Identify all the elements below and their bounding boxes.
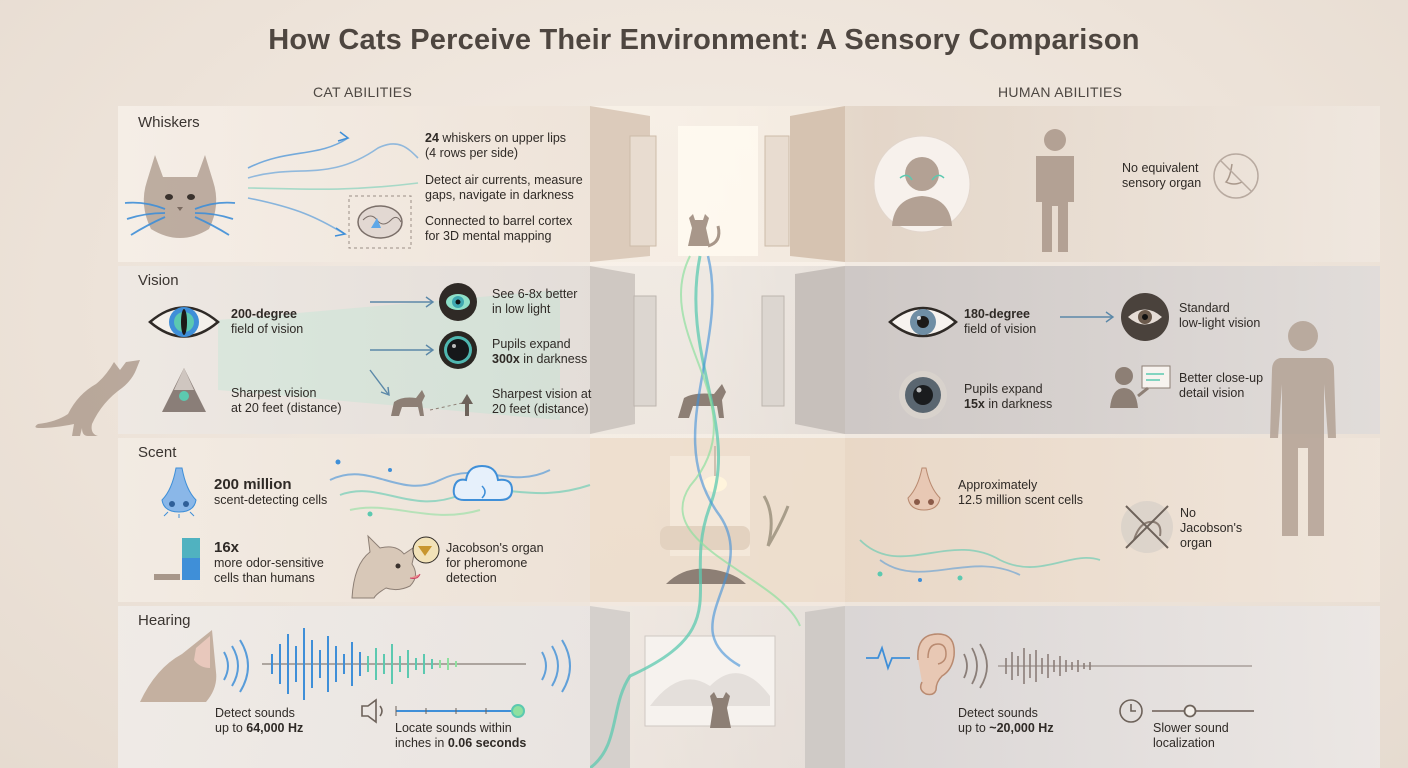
human-figure-icon [1036,129,1074,252]
vision-arrows [369,296,435,397]
cat-eye-icon [148,306,220,338]
cat-window-icon [710,692,731,728]
human-sound-wave [963,643,1252,689]
sharp-vision-cone-icon [162,368,206,412]
cloud-icon [452,464,514,501]
human-pupil-icon [899,371,947,419]
bar-comparison-icon [154,538,200,580]
heartbeat-wave [866,645,910,671]
human-ear-icon [917,633,955,696]
cat-ear-icon [140,630,249,702]
scent-label: Scent [138,444,177,461]
cat-sitting-icon [688,214,710,246]
page-title: How Cats Perceive Their Environment: A S… [268,24,1140,56]
human-head-icon [873,135,971,233]
no-jacobson-icon [1121,501,1173,553]
dilated-pupil-icon [439,331,477,369]
human-scent-waves [859,539,1101,582]
cat-face-icon [124,155,236,238]
locate-time-slider [395,704,525,718]
clock-icon [1119,699,1143,723]
human-body-silhouette [1270,321,1336,536]
crossed-nose-icon [1213,153,1259,199]
whiskers-label: Whiskers [138,114,200,131]
cat-distance-icon [391,390,473,416]
cat-walking-icon [678,384,726,418]
vision-label: Vision [138,272,179,289]
localization-slider [1152,704,1254,718]
reading-person-icon [1110,365,1171,408]
corridor-illustration [590,106,845,768]
human-nose-icon [907,467,941,511]
speaker-icon [361,698,383,724]
cat-sound-wave [262,628,526,700]
brain-icon [348,195,412,249]
cat-sniffing-icon [351,534,440,599]
cat-silhouette-icon [35,360,140,436]
vision-field-beam [218,290,560,420]
human-abilities-heading: HUMAN ABILITIES [998,84,1123,100]
low-light-eye-icon [439,283,477,321]
human-vision-arrow [1060,311,1115,323]
human-lowlight-eye-icon [1121,293,1169,341]
nose-icon [161,467,197,518]
cat-abilities-heading: CAT ABILITIES [313,84,413,100]
human-eye-icon [888,306,958,338]
whiskers-count-text: 24 whiskers on upper lips(4 rows per sid… [425,131,567,160]
hearing-label: Hearing [138,612,191,629]
sound-ripple-lines [541,639,571,693]
air-current-lines [247,131,419,237]
